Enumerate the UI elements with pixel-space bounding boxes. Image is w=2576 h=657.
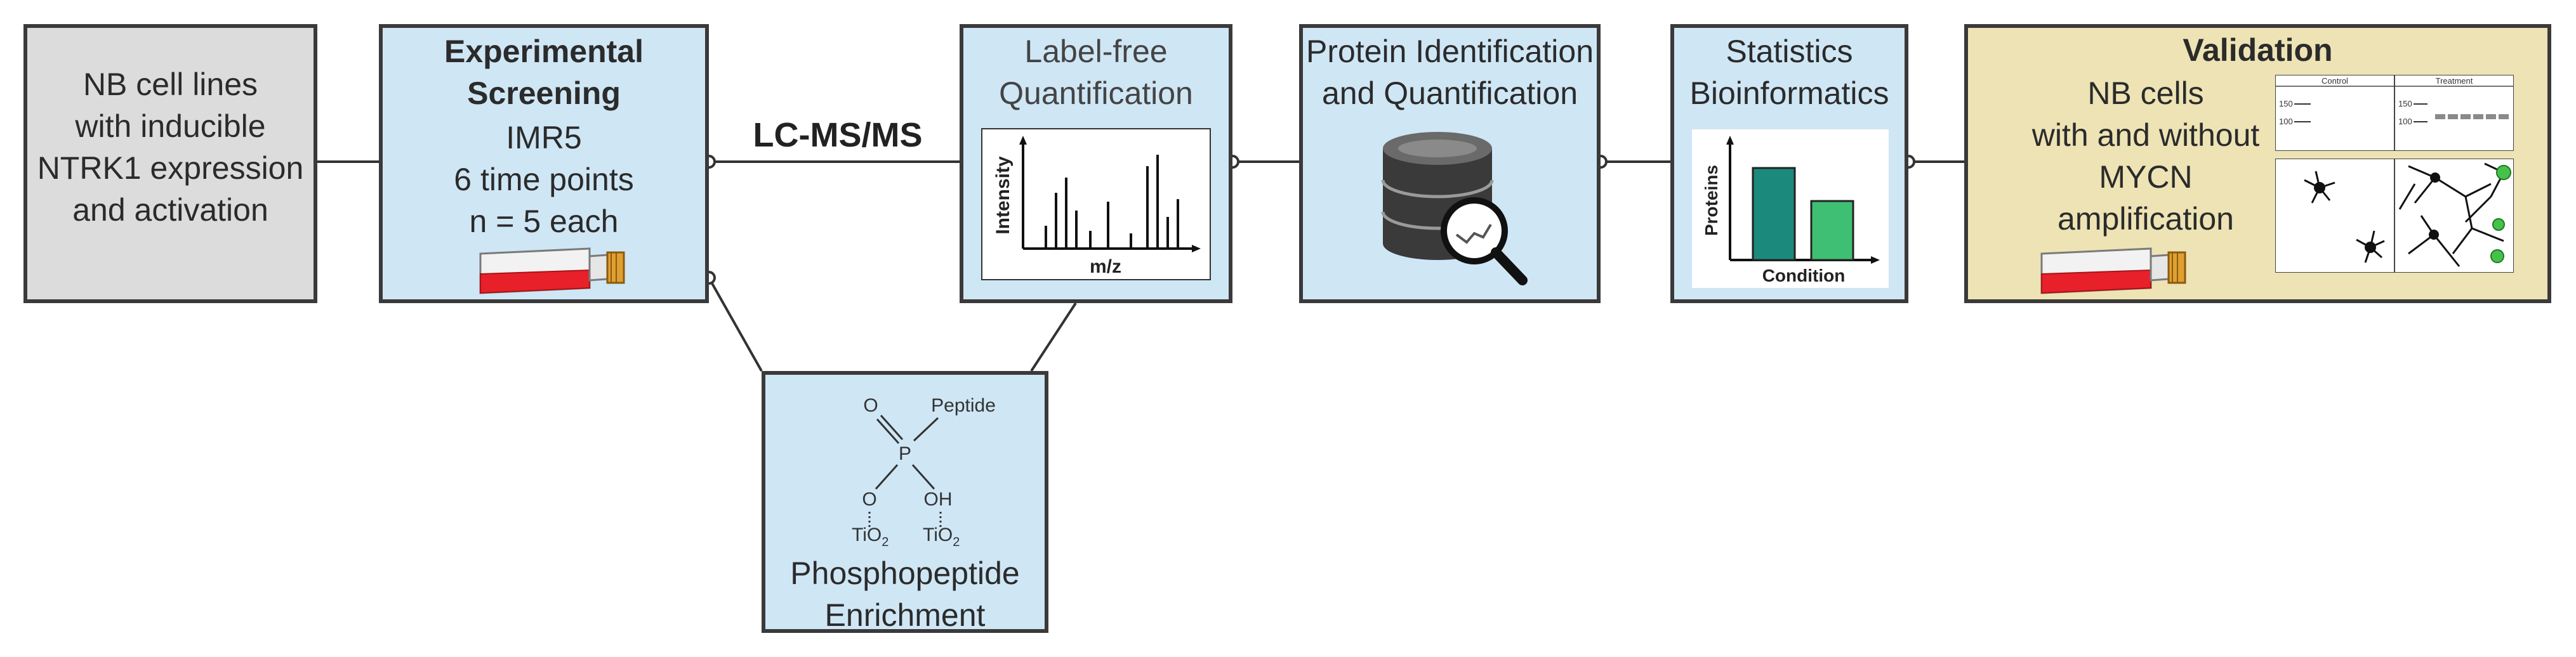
validation-text: NB cells with and without MYCN amplifica… — [2031, 75, 2260, 237]
atom-p: P — [899, 443, 911, 464]
blot-marker-150-right: 150 — [2398, 99, 2412, 108]
chart-xlabel: Condition — [1762, 266, 1846, 285]
mass-spectrum-plot: Intensity m/z — [981, 128, 1211, 280]
chart-bar-1 — [1752, 167, 1796, 261]
spectrum-ylabel: Intensity — [993, 156, 1014, 235]
label-free-quantification-box: Label-free Quantification Intensity m/z — [960, 24, 1232, 303]
protein-identification-box: Protein Identification and Quantificatio… — [1299, 24, 1601, 303]
statistics-box: Statistics Bioinformatics Proteins Condi… — [1670, 24, 1908, 303]
bar-chart-icon: Proteins Condition — [1692, 129, 1889, 288]
neurite-micrograph-icon — [2275, 159, 2514, 273]
blot-control-label: Control — [2322, 76, 2348, 86]
peptide-label: Peptide — [931, 395, 996, 416]
atom-oh: OH — [924, 489, 953, 510]
statistics-title: Statistics Bioinformatics — [1689, 34, 1889, 111]
tio2-subscript-left: 2 — [882, 535, 888, 549]
cell-culture-flask-icon — [2040, 247, 2186, 294]
cell-culture-flask-icon — [479, 247, 625, 294]
validation-box: Validation NB cells with and without MYC… — [1964, 24, 2551, 303]
input-cell-lines-text: NB cell lines with inducible NTRK1 expre… — [37, 67, 304, 228]
screening-details: IMR5 6 time points n = 5 each — [454, 120, 634, 239]
lc-ms-ms-label: LC-MS/MS — [753, 116, 923, 154]
database-magnifier-icon — [1381, 132, 1528, 285]
tio2-label-left: TiO — [852, 524, 882, 545]
blot-marker-100-right: 100 — [2398, 117, 2412, 126]
chart-bar-2 — [1810, 200, 1854, 261]
spectrum-xlabel: m/z — [1090, 256, 1121, 277]
quantification-title: Label-free Quantification — [999, 34, 1193, 111]
western-blot-image: Control Treatment 150 100 150 100 — [2275, 75, 2514, 151]
svg-text:TiO2: TiO2 — [923, 524, 960, 549]
input-cell-lines-box: NB cell lines with inducible NTRK1 expre… — [23, 24, 317, 303]
atom-o-top: O — [863, 395, 878, 416]
tio2-label-right: TiO — [923, 524, 953, 545]
atom-o-left: O — [862, 489, 876, 510]
tio2-subscript-right: 2 — [953, 535, 960, 549]
validation-title: Validation — [2183, 32, 2333, 68]
phosphate-tio2-structure: O Peptide P O OH TiO2 TiO2 — [852, 395, 996, 549]
blot-marker-150-left: 150 — [2279, 99, 2293, 108]
svg-text:TiO2: TiO2 — [852, 524, 888, 549]
phosphopeptide-enrichment-box: O Peptide P O OH TiO2 TiO2 Phosphopeptid… — [762, 371, 1048, 633]
chart-ylabel: Proteins — [1701, 165, 1721, 236]
screening-title: Experimental Screening — [444, 34, 644, 111]
blot-marker-100-left: 100 — [2279, 117, 2293, 126]
enrichment-title: Phosphopeptide Enrichment — [790, 556, 1020, 633]
blot-treatment-label: Treatment — [2436, 76, 2473, 86]
experimental-screening-box: Experimental Screening IMR5 6 time point… — [379, 24, 709, 303]
identification-title: Protein Identification and Quantificatio… — [1305, 34, 1594, 111]
